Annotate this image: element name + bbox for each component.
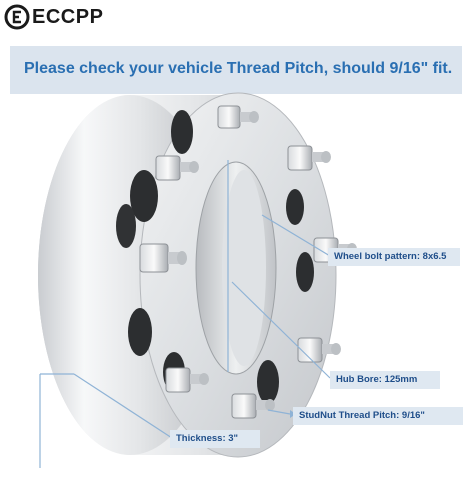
stud-nut [217,105,259,129]
brand-name: ECCPP [32,5,104,28]
banner-text: Please check your vehicle Thread Pitch, … [24,60,453,77]
bolt-pattern-callout: Wheel bolt pattern: 8x6.5 [328,248,460,266]
hub-bore-callout: Hub Bore: 125mm [330,371,440,389]
guide-lines [39,160,331,468]
stud-nut [287,145,331,171]
stud-nut [155,155,199,181]
stud-nut [139,243,187,273]
stud-nut [165,367,209,393]
thread-pitch-banner: Please check your vehicle Thread Pitch, … [10,46,462,94]
spacer-body [38,92,337,458]
stud-nut [231,393,275,419]
eccpp-logo-icon [4,4,30,30]
stud-thread-callout: StudNut Thread Pitch: 9/16" [293,407,463,425]
thickness-callout: Thickness: 3" [170,430,260,448]
brand: ECCPP [4,4,103,30]
stud-nut [297,337,341,363]
